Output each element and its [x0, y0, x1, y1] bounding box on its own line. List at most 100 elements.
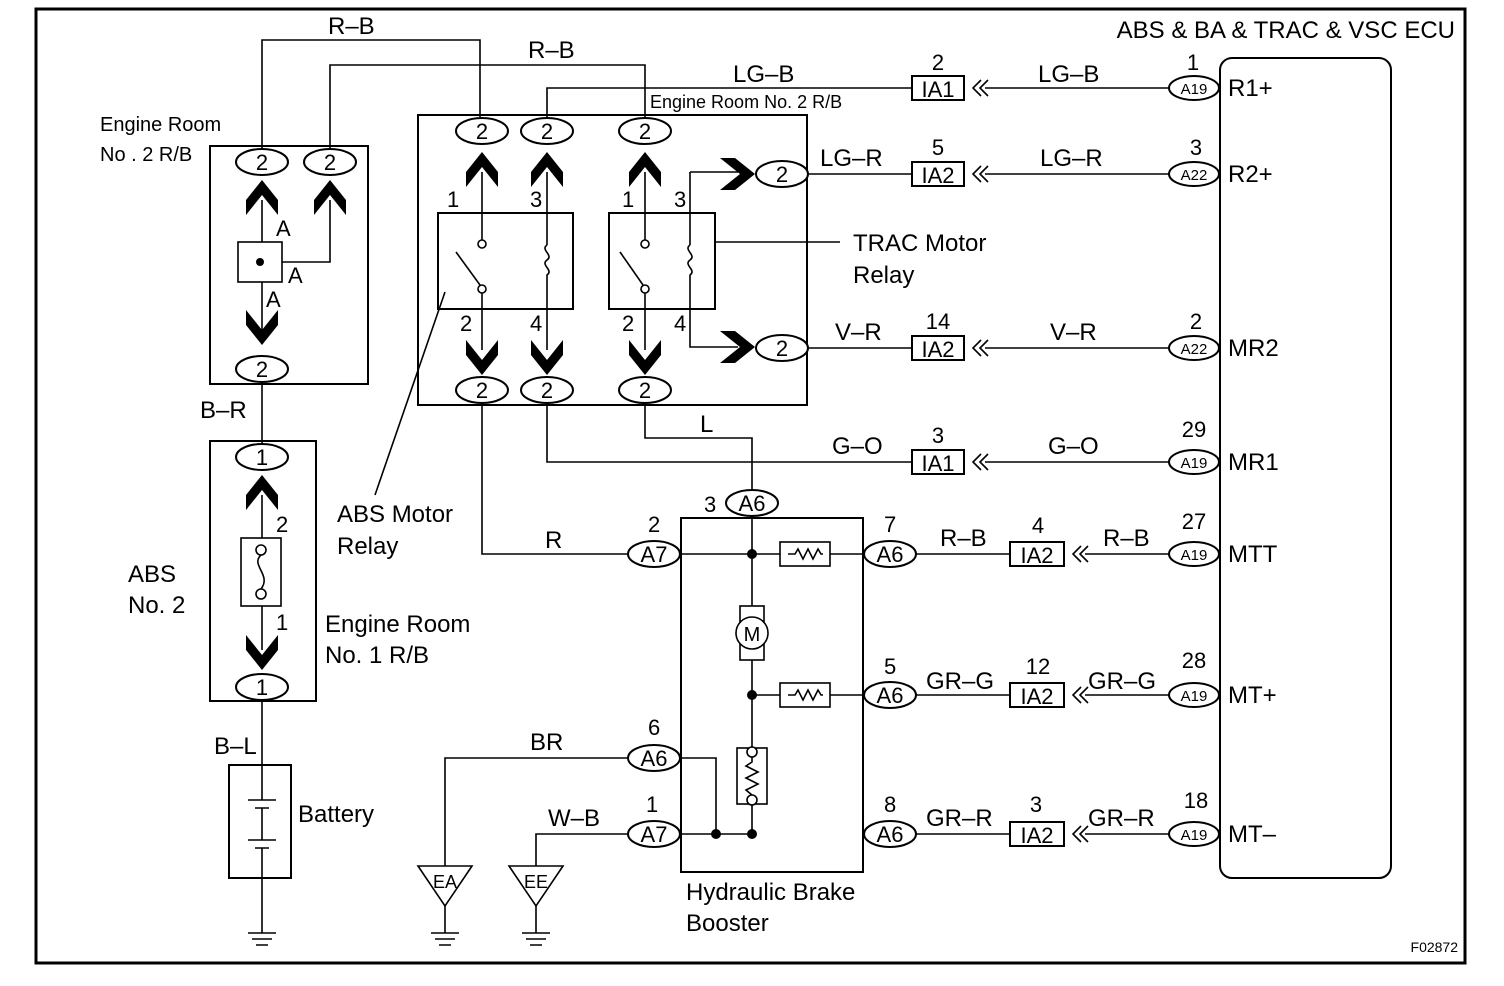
motor-label: M — [744, 624, 761, 646]
junction-row5-box — [1009, 541, 1065, 567]
ground-ee-triangle — [507, 865, 565, 908]
booster-connector-a6-top-label: A6 — [739, 491, 766, 516]
booster-a6-mtplus-pin: 5 — [884, 654, 896, 679]
junction-row1-box — [911, 75, 965, 101]
er2-main-connector-top-2 — [520, 117, 574, 145]
wire-label-rb-mtt-right: R–B — [1103, 525, 1150, 552]
ecu-mr1-name: MR1 — [1228, 449, 1279, 476]
ecu-r2-name: R2+ — [1228, 161, 1273, 188]
booster-connector-a7-bottom-label: A7 — [641, 822, 668, 847]
wire-label-grg-left: GR–G — [926, 668, 994, 695]
abs-relay-pin-1: 1 — [447, 187, 459, 212]
junction-row2-name: IA2 — [921, 163, 954, 188]
ecu-mtminus-name: MT– — [1228, 821, 1277, 848]
booster-a7-bottom-pin: 1 — [646, 792, 658, 817]
er2-left-label-line1: Engine Room — [100, 114, 221, 136]
ecu-terminal-mtminus: 18 A19 MT– — [1168, 788, 1277, 848]
ecu-title: ABS & BA & TRAC & VSC ECU — [1117, 17, 1455, 44]
wire-label-lgb-left: LG–B — [733, 61, 794, 88]
er1-label-line1: Engine Room — [325, 611, 470, 638]
er2-main-connector-top-3-label: 2 — [639, 119, 651, 144]
ecu-mr1-connector — [1168, 449, 1220, 475]
junction-row5-pin: 4 — [1032, 513, 1044, 538]
trac-relay-pin-4: 4 — [674, 311, 686, 336]
ecu-terminal-r1: 1 A19 R1+ — [1168, 50, 1273, 102]
ecu-terminal-mtt: 27 A19 MTT — [1168, 509, 1278, 568]
booster-connector-a6-left-label: A6 — [641, 746, 668, 771]
ecu-mtt-pin: 27 — [1182, 509, 1206, 534]
ecu-mtminus-pin: 18 — [1184, 788, 1208, 813]
er2-main-label: Engine Room No. 2 R/B — [650, 92, 842, 112]
motor-symbol — [735, 616, 769, 650]
abs-relay-pin-2: 2 — [460, 311, 472, 336]
trac-relay-pin-2: 2 — [622, 311, 634, 336]
battery-label: Battery — [298, 801, 374, 828]
wire-label-lgr-right: LG–R — [1040, 145, 1103, 172]
fuse-pin-1: 1 — [276, 610, 288, 635]
junction-row3-box — [911, 335, 965, 361]
ecu-r1-connector — [1168, 75, 1220, 101]
junction-row4-box — [911, 449, 965, 475]
wire-label-grr-left: GR–R — [926, 805, 993, 832]
er2-left-label-line2: No . 2 R/B — [100, 144, 192, 166]
er2-main-connector-top-3 — [618, 117, 672, 145]
er2-left-connector-bottom-label: 2 — [256, 357, 268, 382]
fuse-pin-2: 2 — [276, 512, 288, 537]
booster-a6-mtminus-pin: 8 — [884, 792, 896, 817]
trac-relay-label-line1: TRAC Motor — [853, 230, 986, 257]
junction-row7-box — [1009, 821, 1065, 847]
er2-main-connector-right-1-label: 2 — [776, 162, 788, 187]
ecu-mtminus-connector-label: A19 — [1181, 827, 1208, 844]
er2-main-connector-bottom-3-label: 2 — [639, 378, 651, 403]
wire-label-vr-left: V–R — [835, 319, 882, 346]
ecu-mtt-connector — [1168, 541, 1220, 567]
er1-connector-top — [235, 443, 289, 471]
ground-ea-triangle — [416, 865, 474, 908]
junction-row6-pin: 12 — [1026, 654, 1050, 679]
booster-a6-left-pin: 6 — [648, 715, 660, 740]
junction-row4-name: IA1 — [921, 451, 954, 476]
figure-id: F02872 — [1411, 939, 1459, 955]
junction-row2-pin: 5 — [932, 135, 944, 160]
battery-box — [228, 764, 292, 879]
booster-label-line2: Booster — [686, 910, 769, 937]
wire-label-br-top: B–R — [200, 397, 247, 424]
ecu-terminal-mr2: 2 A22 MR2 — [1168, 309, 1279, 362]
junction-row3-pin: 14 — [926, 309, 950, 334]
outer-frame — [34, 7, 1467, 965]
abs-fuse-label-line1: ABS — [128, 561, 176, 588]
er2-main-connector-bottom-1-label: 2 — [476, 378, 488, 403]
ecu-mtt-connector-label: A19 — [1181, 547, 1208, 564]
wire-label-grg-right: GR–G — [1088, 668, 1156, 695]
ecu-mtplus-name: MT+ — [1228, 682, 1277, 709]
er2-main-connector-top-2-label: 2 — [541, 119, 553, 144]
abs-relay-label-line2: Relay — [337, 533, 398, 560]
junction-a-label-bottom: A — [266, 287, 281, 312]
abs-relay-pin-3: 3 — [530, 187, 542, 212]
wire-label-wb: W–B — [548, 805, 600, 832]
junction-a-label-right: A — [288, 263, 303, 288]
ecu-mr2-connector-label: A22 — [1181, 341, 1208, 358]
trac-relay-pin-3: 3 — [674, 187, 686, 212]
abs-relay-pin-4: 4 — [530, 311, 542, 336]
ecu-terminal-r2: 3 A22 R2+ — [1168, 135, 1273, 188]
ecu-mtplus-pin: 28 — [1182, 648, 1206, 673]
wire-label-vr-right: V–R — [1050, 319, 1097, 346]
wire-label-rb-mtt-left: R–B — [940, 525, 987, 552]
ecu-mtminus-connector — [1168, 821, 1220, 847]
wire-label-l: L — [700, 411, 713, 438]
er2-left-connector-top-a-label: 2 — [256, 150, 268, 175]
ecu-mr2-name: MR2 — [1228, 335, 1279, 362]
ecu-mtplus-connector — [1168, 682, 1220, 708]
ecu-mr2-connector — [1168, 335, 1220, 361]
wire-label-go-right: G–O — [1048, 433, 1099, 460]
junction-row6-box — [1009, 682, 1065, 708]
ecu-terminal-mtplus: 28 A19 MT+ — [1168, 648, 1277, 709]
ecu-mr1-pin: 29 — [1182, 417, 1206, 442]
ecu-terminal-mr1: 29 A19 MR1 — [1168, 417, 1279, 476]
ecu-r2-connector — [1168, 161, 1220, 187]
ecu-r2-pin: 3 — [1190, 135, 1202, 160]
junction-row3-name: IA2 — [921, 337, 954, 362]
ecu-mr1-connector-label: A19 — [1181, 455, 1208, 472]
